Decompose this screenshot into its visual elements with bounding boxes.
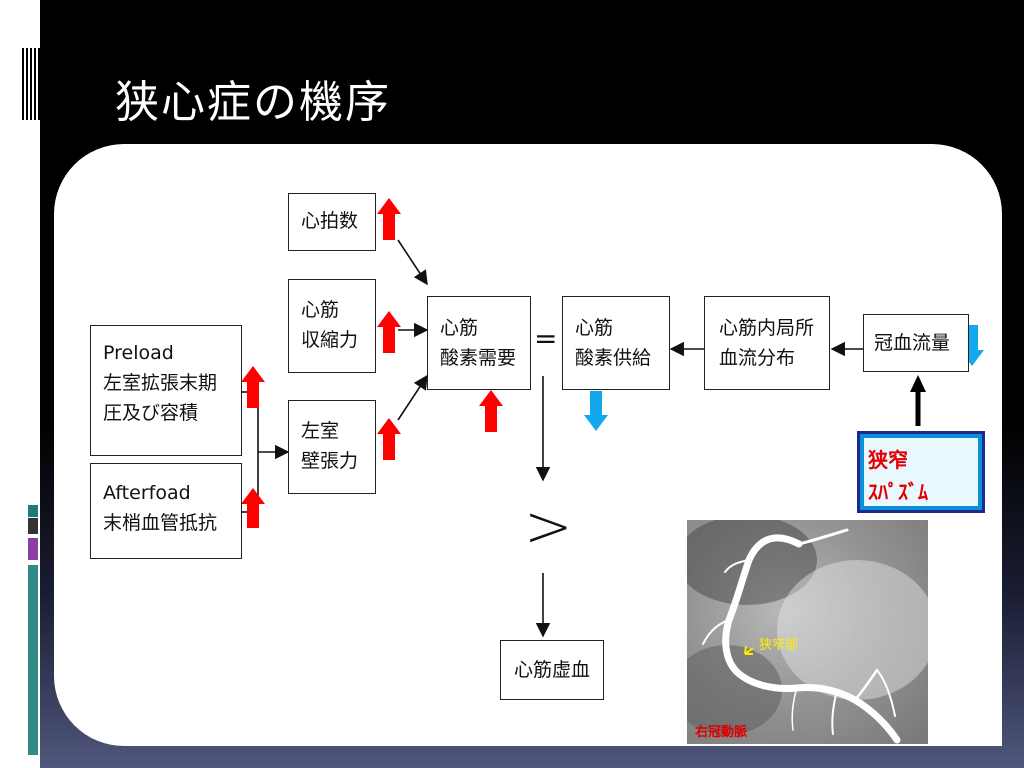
contractility-box: 心筋 収縮力 (288, 279, 376, 373)
preload-box: Preload 左室拡張末期 圧及び容積 (90, 325, 242, 456)
ischemia-box: 心筋虚血 (500, 640, 604, 700)
blood-distribution-label: 心筋内局所 (719, 317, 815, 339)
wall-tension-box: 左室 壁張力 (288, 400, 376, 494)
coronary-flow-label: 冠血流量 (874, 332, 951, 354)
afterload-label: Afterfoad (103, 482, 191, 504)
stenosis-arrow (910, 375, 926, 426)
heart-rate-label: 心拍数 (301, 210, 359, 232)
afterload-label-line2: 末梢血管抵抗 (103, 512, 218, 534)
increase-arrow (377, 418, 401, 460)
increase-arrow (377, 198, 401, 240)
stripe-decoration (22, 48, 40, 120)
oxygen-supply-box: 心筋 酸素供給 (562, 296, 670, 390)
contractility-label: 心筋 (301, 299, 340, 321)
decrease-arrow (584, 391, 608, 431)
oxygen-supply-label-line2: 酸素供給 (575, 347, 652, 369)
oxygen-demand-label-line2: 酸素需要 (440, 347, 517, 369)
increase-arrow (479, 390, 503, 432)
preload-label: Preload (103, 342, 174, 364)
contractility-label-line2: 収縮力 (301, 329, 359, 351)
left-decor-strip (0, 0, 40, 768)
blood-distribution-box: 心筋内局所 血流分布 (704, 296, 830, 390)
connector-arrow (397, 239, 428, 286)
oxygen-demand-label: 心筋 (440, 317, 479, 339)
accent-bar (28, 505, 38, 517)
ischemia-label: 心筋虚血 (513, 659, 590, 681)
preload-label-line3: 圧及び容積 (103, 402, 199, 424)
slide-title: 狭心症の機序 (115, 77, 391, 128)
stenosis-label: 狭窄 (868, 448, 908, 472)
blood-distribution-label-line2: 血流分布 (719, 347, 796, 369)
stenosis-site-label: 狭窄部 (759, 638, 799, 653)
equals-sign: = (534, 322, 558, 355)
wall-tension-label-line2: 壁張力 (301, 450, 359, 472)
greater-than-sign: > (524, 492, 573, 560)
spasm-label: ｽﾊﾟｽﾞﾑ (868, 480, 928, 504)
oxygen-supply-label: 心筋 (575, 317, 614, 339)
increase-arrow (241, 366, 265, 408)
preload-label-line2: 左室拡張末期 (103, 372, 218, 394)
angiogram-caption: 右冠動脈 (695, 725, 748, 740)
angiogram-vessels (687, 520, 928, 744)
stenosis-inner (864, 438, 978, 506)
accent-bar (28, 518, 38, 534)
stenosis-spasm-box: 狭窄 ｽﾊﾟｽﾞﾑ (857, 431, 985, 513)
connector-arrow (397, 374, 428, 421)
heart-rate-box: 心拍数 (288, 193, 376, 251)
increase-arrow (377, 311, 401, 353)
coronary-angiogram-image: 狭窄部 右冠動脈 (687, 520, 928, 744)
accent-bar (28, 565, 38, 755)
oxygen-demand-box: 心筋 酸素需要 (427, 296, 531, 390)
accent-bar (28, 538, 38, 560)
increase-arrow (241, 488, 265, 528)
afterload-box: Afterfoad 末梢血管抵抗 (90, 463, 242, 559)
increase-arrows (241, 198, 503, 528)
wall-tension-label: 左室 (301, 420, 340, 442)
coronary-flow-box: 冠血流量 (863, 314, 969, 372)
